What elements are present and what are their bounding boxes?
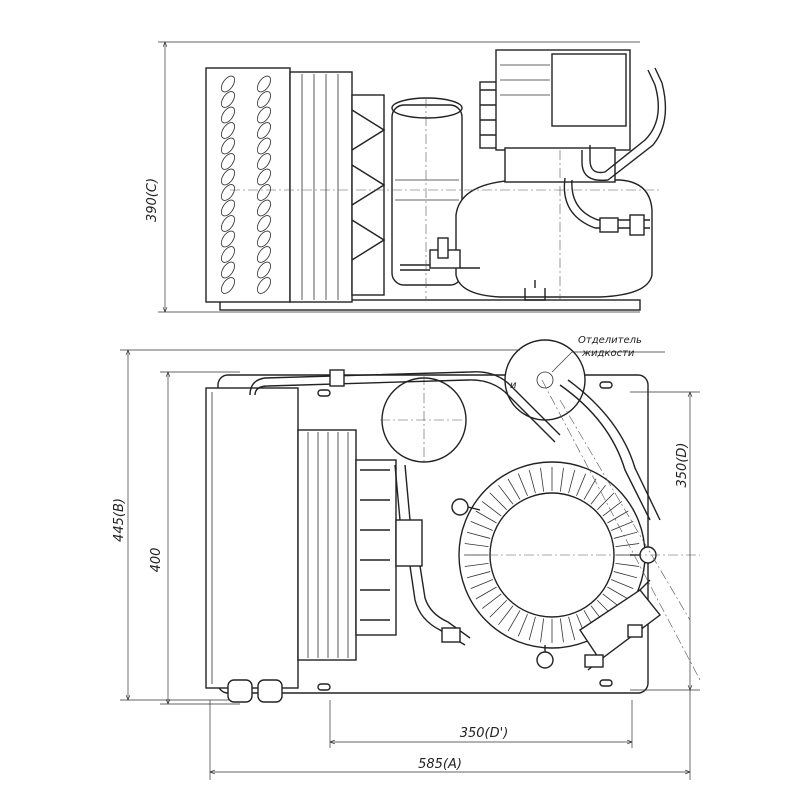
fin-slot <box>257 106 271 124</box>
fin-slot <box>221 153 235 170</box>
compressor-fin <box>528 616 536 641</box>
compressor-fin <box>559 467 564 492</box>
compressor-fin <box>507 610 521 632</box>
compressor-fin <box>498 484 514 505</box>
fin-slot <box>257 184 271 201</box>
compressor-cap-side <box>495 49 631 151</box>
fin-slot <box>257 215 271 232</box>
condenser-block-plan <box>205 387 299 689</box>
compressor-fin <box>489 599 508 618</box>
base-plate-side <box>219 299 641 311</box>
compressor-fin <box>517 473 528 497</box>
compressor-fin <box>464 562 489 567</box>
dim-label-350d-prime: 350(D') <box>460 726 509 741</box>
condenser-header-side <box>289 71 353 303</box>
fin-slot <box>257 199 271 217</box>
compressor-fin <box>610 579 634 590</box>
fin-slot <box>257 277 271 294</box>
compressor-fin <box>602 501 623 517</box>
compressor-fin <box>607 586 629 600</box>
compressor-fin <box>540 467 545 492</box>
compressor-fin <box>481 593 502 609</box>
compressor-fin <box>481 501 502 517</box>
compressor-fin <box>613 571 638 579</box>
dim-label-350d: 350(D) <box>675 443 690 488</box>
compressor-fin <box>613 531 638 539</box>
dim-label-445b: 445(B) <box>112 498 127 542</box>
fin-slot <box>221 199 235 217</box>
dimension-lines <box>120 41 700 780</box>
fin-slot <box>257 153 271 170</box>
compressor-fin <box>475 586 497 600</box>
compressor-fin <box>540 618 545 643</box>
compressor-fin <box>466 531 491 539</box>
compressor-fin <box>568 469 576 494</box>
condenser-fin-slots <box>221 75 271 294</box>
callout-separator-line2: жидкости <box>581 348 635 359</box>
fin-slot <box>221 122 235 139</box>
compressor-fin <box>576 473 587 497</box>
compressor-fin <box>507 478 521 500</box>
fin-slot <box>221 184 235 201</box>
suction-line-side <box>581 67 667 182</box>
compressor-fin <box>498 605 514 626</box>
compressor-fin <box>590 484 606 505</box>
compressor-fin <box>615 543 640 548</box>
dim-label-390c: 390(C) <box>145 178 160 222</box>
compressor-fin <box>470 520 494 531</box>
top-refrigerant-line <box>249 371 561 443</box>
fin-slot <box>257 91 271 108</box>
compressor-fin <box>464 543 489 548</box>
compressor-fin <box>475 510 497 524</box>
compressor-fin <box>470 579 494 590</box>
fin-slot <box>221 91 235 108</box>
fin-slot <box>257 122 271 139</box>
fin-slot <box>221 230 235 248</box>
compressor-fin <box>615 562 640 567</box>
dim-label-585a: 585(A) <box>418 757 462 772</box>
compressor-fin <box>559 618 564 643</box>
fin-slot <box>257 261 271 279</box>
fin-slot <box>257 75 271 93</box>
fin-slot <box>221 168 235 186</box>
callout-marker: и <box>510 380 517 391</box>
fin-slot <box>257 168 271 186</box>
compressor-fin <box>568 616 576 641</box>
fin-slot <box>221 277 235 294</box>
compressor-fin <box>610 520 634 531</box>
fan-shroud-plan <box>297 429 357 661</box>
compressor-fin <box>517 613 528 637</box>
compressor-body-side <box>455 179 653 298</box>
fin-slot <box>221 261 235 279</box>
compressor-fin <box>583 478 597 500</box>
fin-slot <box>257 230 271 248</box>
compressor-fin <box>607 510 629 524</box>
fin-slot <box>221 215 235 232</box>
compressor-fin <box>528 469 536 494</box>
condenser-fins-side <box>205 67 291 303</box>
fin-slot <box>257 246 271 263</box>
compressor-fin <box>596 492 615 511</box>
fin-slot <box>221 137 235 155</box>
side-elevation-view <box>205 49 667 311</box>
plan-view <box>205 339 701 703</box>
dim-label-400: 400 <box>149 548 164 573</box>
compressor-fin <box>489 492 508 511</box>
fin-slot <box>221 106 235 124</box>
fin-slot <box>221 246 235 263</box>
fin-slot <box>221 75 235 93</box>
fin-slot <box>257 137 271 155</box>
callout-separator-line1: Отделитель <box>578 335 642 346</box>
compressor-fin <box>466 571 491 579</box>
